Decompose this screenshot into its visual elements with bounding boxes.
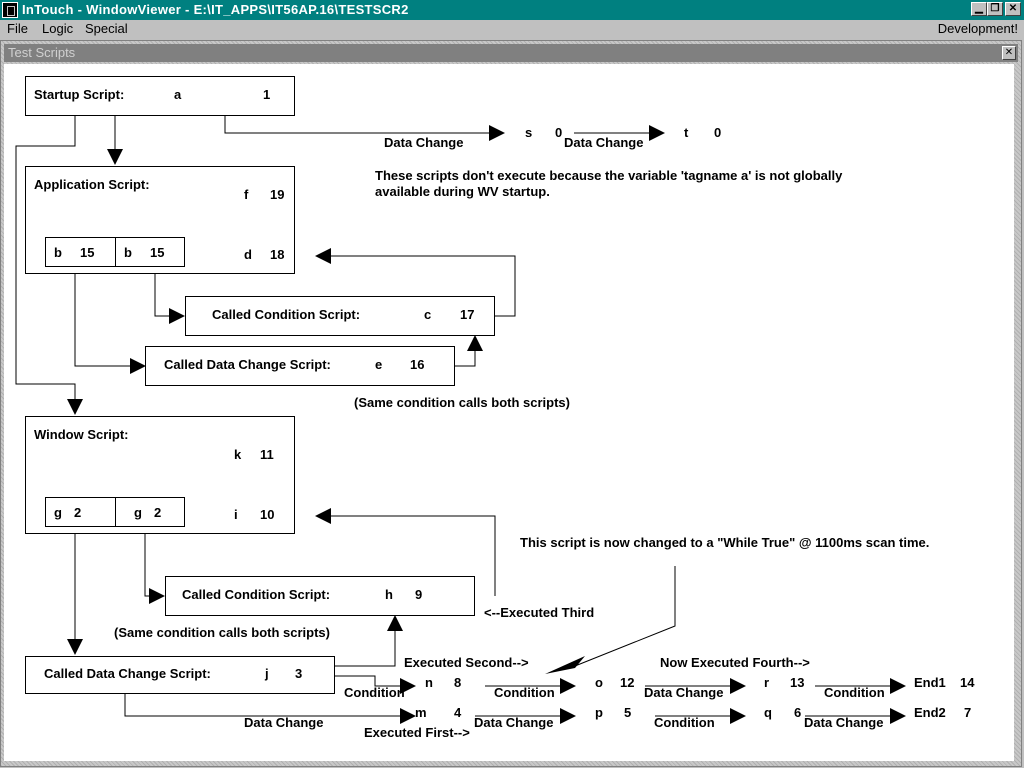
intouch-app-icon[interactable] bbox=[2, 2, 18, 18]
tag-k-name: k bbox=[234, 447, 242, 462]
tag-b-box-2: b 15 bbox=[115, 237, 185, 267]
tag-a-name: a bbox=[174, 87, 182, 102]
tag-m-name: m bbox=[415, 705, 427, 720]
tag-t-value: 0 bbox=[714, 125, 722, 140]
condition-label-1: Condition bbox=[344, 685, 405, 700]
condition-label-3: Condition bbox=[824, 685, 885, 700]
tag-end2-name: End2 bbox=[914, 705, 946, 720]
tag-end2-value: 7 bbox=[964, 705, 972, 720]
data-change-label-row2-3: Data Change bbox=[804, 715, 884, 730]
tag-s-name: s bbox=[525, 125, 533, 140]
tag-n-name: n bbox=[425, 675, 433, 690]
child-window-title: Test Scripts bbox=[8, 45, 76, 60]
menu-file[interactable]: File bbox=[7, 21, 28, 36]
window-title: InTouch - WindowViewer - E:\IT_APPS\IT56… bbox=[22, 2, 409, 17]
win-datachange-label: Called Data Change Script: bbox=[44, 666, 211, 681]
tag-i-name: i bbox=[234, 507, 238, 522]
tag-end1-name: End1 bbox=[914, 675, 946, 690]
tag-q-value: 6 bbox=[794, 705, 802, 720]
app-datachange-script-box: Called Data Change Script: e 16 bbox=[145, 346, 455, 386]
tag-o-name: o bbox=[595, 675, 603, 690]
note-same-condition-1: (Same condition calls both scripts) bbox=[354, 395, 570, 410]
note-while-true: This script is now changed to a "While T… bbox=[520, 535, 930, 550]
tag-g-value-2: 2 bbox=[154, 505, 162, 520]
tag-i-value: 10 bbox=[260, 507, 275, 522]
tag-d-value: 18 bbox=[270, 247, 285, 262]
data-change-label-2: Data Change bbox=[564, 135, 644, 150]
tag-g-name: g bbox=[54, 505, 62, 520]
tag-k-value: 11 bbox=[260, 447, 274, 462]
tag-d-name: d bbox=[244, 247, 252, 262]
tag-g-box-2: g 2 bbox=[115, 497, 185, 527]
condition-label-2: Condition bbox=[494, 685, 555, 700]
menu-special[interactable]: Special bbox=[85, 21, 128, 36]
tag-r-value: 13 bbox=[790, 675, 805, 690]
tag-p-name: p bbox=[595, 705, 603, 720]
tag-end1-value: 14 bbox=[960, 675, 975, 690]
tag-h-value: 9 bbox=[415, 587, 423, 602]
application-script-label: Application Script: bbox=[34, 177, 150, 192]
window-script-label: Window Script: bbox=[34, 427, 129, 442]
executed-second-label: Executed Second--> bbox=[404, 655, 529, 670]
tag-h-name: h bbox=[385, 587, 393, 602]
tag-b-value-2: 15 bbox=[150, 245, 165, 260]
condition-label-row2: Condition bbox=[654, 715, 715, 730]
data-change-label-row1: Data Change bbox=[644, 685, 724, 700]
app-datachange-label: Called Data Change Script: bbox=[164, 357, 331, 372]
note-same-condition-2: (Same condition calls both scripts) bbox=[114, 625, 330, 640]
startup-script-box: Startup Script: a 1 bbox=[25, 76, 295, 116]
close-button[interactable]: ✕ bbox=[1005, 2, 1021, 16]
menu-logic[interactable]: Logic bbox=[42, 21, 74, 36]
executed-fourth-label: Now Executed Fourth--> bbox=[660, 655, 810, 670]
tag-s-value: 0 bbox=[555, 125, 563, 140]
tag-a-value: 1 bbox=[263, 87, 271, 102]
tag-m-value: 4 bbox=[454, 705, 462, 720]
tag-r-name: r bbox=[764, 675, 770, 690]
tag-b-name-2: b bbox=[124, 245, 132, 260]
tag-f-name: f bbox=[244, 187, 249, 202]
window-script-box: Window Script: k 11 i 10 g 2 g 2 bbox=[25, 416, 295, 534]
win-condition-label: Called Condition Script: bbox=[182, 587, 331, 602]
executed-third-label: <--Executed Third bbox=[484, 605, 595, 620]
tag-b-name: b bbox=[54, 245, 62, 260]
tag-f-value: 19 bbox=[270, 187, 285, 202]
app-condition-script-box: Called Condition Script: c 17 bbox=[185, 296, 495, 336]
restore-button[interactable]: ❐ bbox=[987, 2, 1003, 16]
app-condition-label: Called Condition Script: bbox=[212, 307, 361, 322]
connector-lines bbox=[15, 116, 906, 724]
win-datachange-script-box: Called Data Change Script: j 3 bbox=[25, 656, 335, 694]
tag-j-value: 3 bbox=[295, 666, 303, 681]
note-global-variable: These scripts don't execute because the … bbox=[375, 168, 843, 199]
tag-e-name: e bbox=[375, 357, 383, 372]
menu-bar: File Logic Special Development! bbox=[0, 20, 1024, 38]
child-close-button[interactable]: ✕ bbox=[1002, 46, 1016, 60]
menu-development[interactable]: Development! bbox=[937, 21, 1018, 36]
tag-c-value: 17 bbox=[460, 307, 475, 322]
tag-b-box-1: b 15 bbox=[45, 237, 116, 267]
win-condition-script-box: Called Condition Script: h 9 bbox=[165, 576, 475, 616]
tag-q-name: q bbox=[764, 705, 772, 720]
tag-c-name: c bbox=[424, 307, 432, 322]
tag-t-name: t bbox=[684, 125, 689, 140]
tag-g-value: 2 bbox=[74, 505, 82, 520]
tag-j-name: j bbox=[265, 666, 269, 681]
executed-first-label: Executed First--> bbox=[364, 725, 470, 740]
startup-script-label: Startup Script: bbox=[34, 87, 125, 102]
tag-b-value: 15 bbox=[80, 245, 95, 260]
data-change-label-row2-1: Data Change bbox=[244, 715, 324, 730]
data-change-label-1: Data Change bbox=[384, 135, 464, 150]
tag-g-name-2: g bbox=[134, 505, 142, 520]
minimize-button[interactable]: ▁ bbox=[971, 2, 987, 16]
tag-p-value: 5 bbox=[624, 705, 632, 720]
test-scripts-canvas: Startup Script: a 1 Data Change s 0 Data… bbox=[4, 64, 1014, 761]
tag-o-value: 12 bbox=[620, 675, 635, 690]
tag-g-box-1: g 2 bbox=[45, 497, 116, 527]
tag-n-value: 8 bbox=[454, 675, 462, 690]
application-script-box: Application Script: f 19 d 18 b 15 b 15 bbox=[25, 166, 295, 274]
tag-e-value: 16 bbox=[410, 357, 425, 372]
data-change-label-row2-2: Data Change bbox=[474, 715, 554, 730]
title-bar: InTouch - WindowViewer - E:\IT_APPS\IT56… bbox=[0, 0, 1024, 20]
child-window-title-bar: Test Scripts ✕ bbox=[4, 44, 1018, 62]
